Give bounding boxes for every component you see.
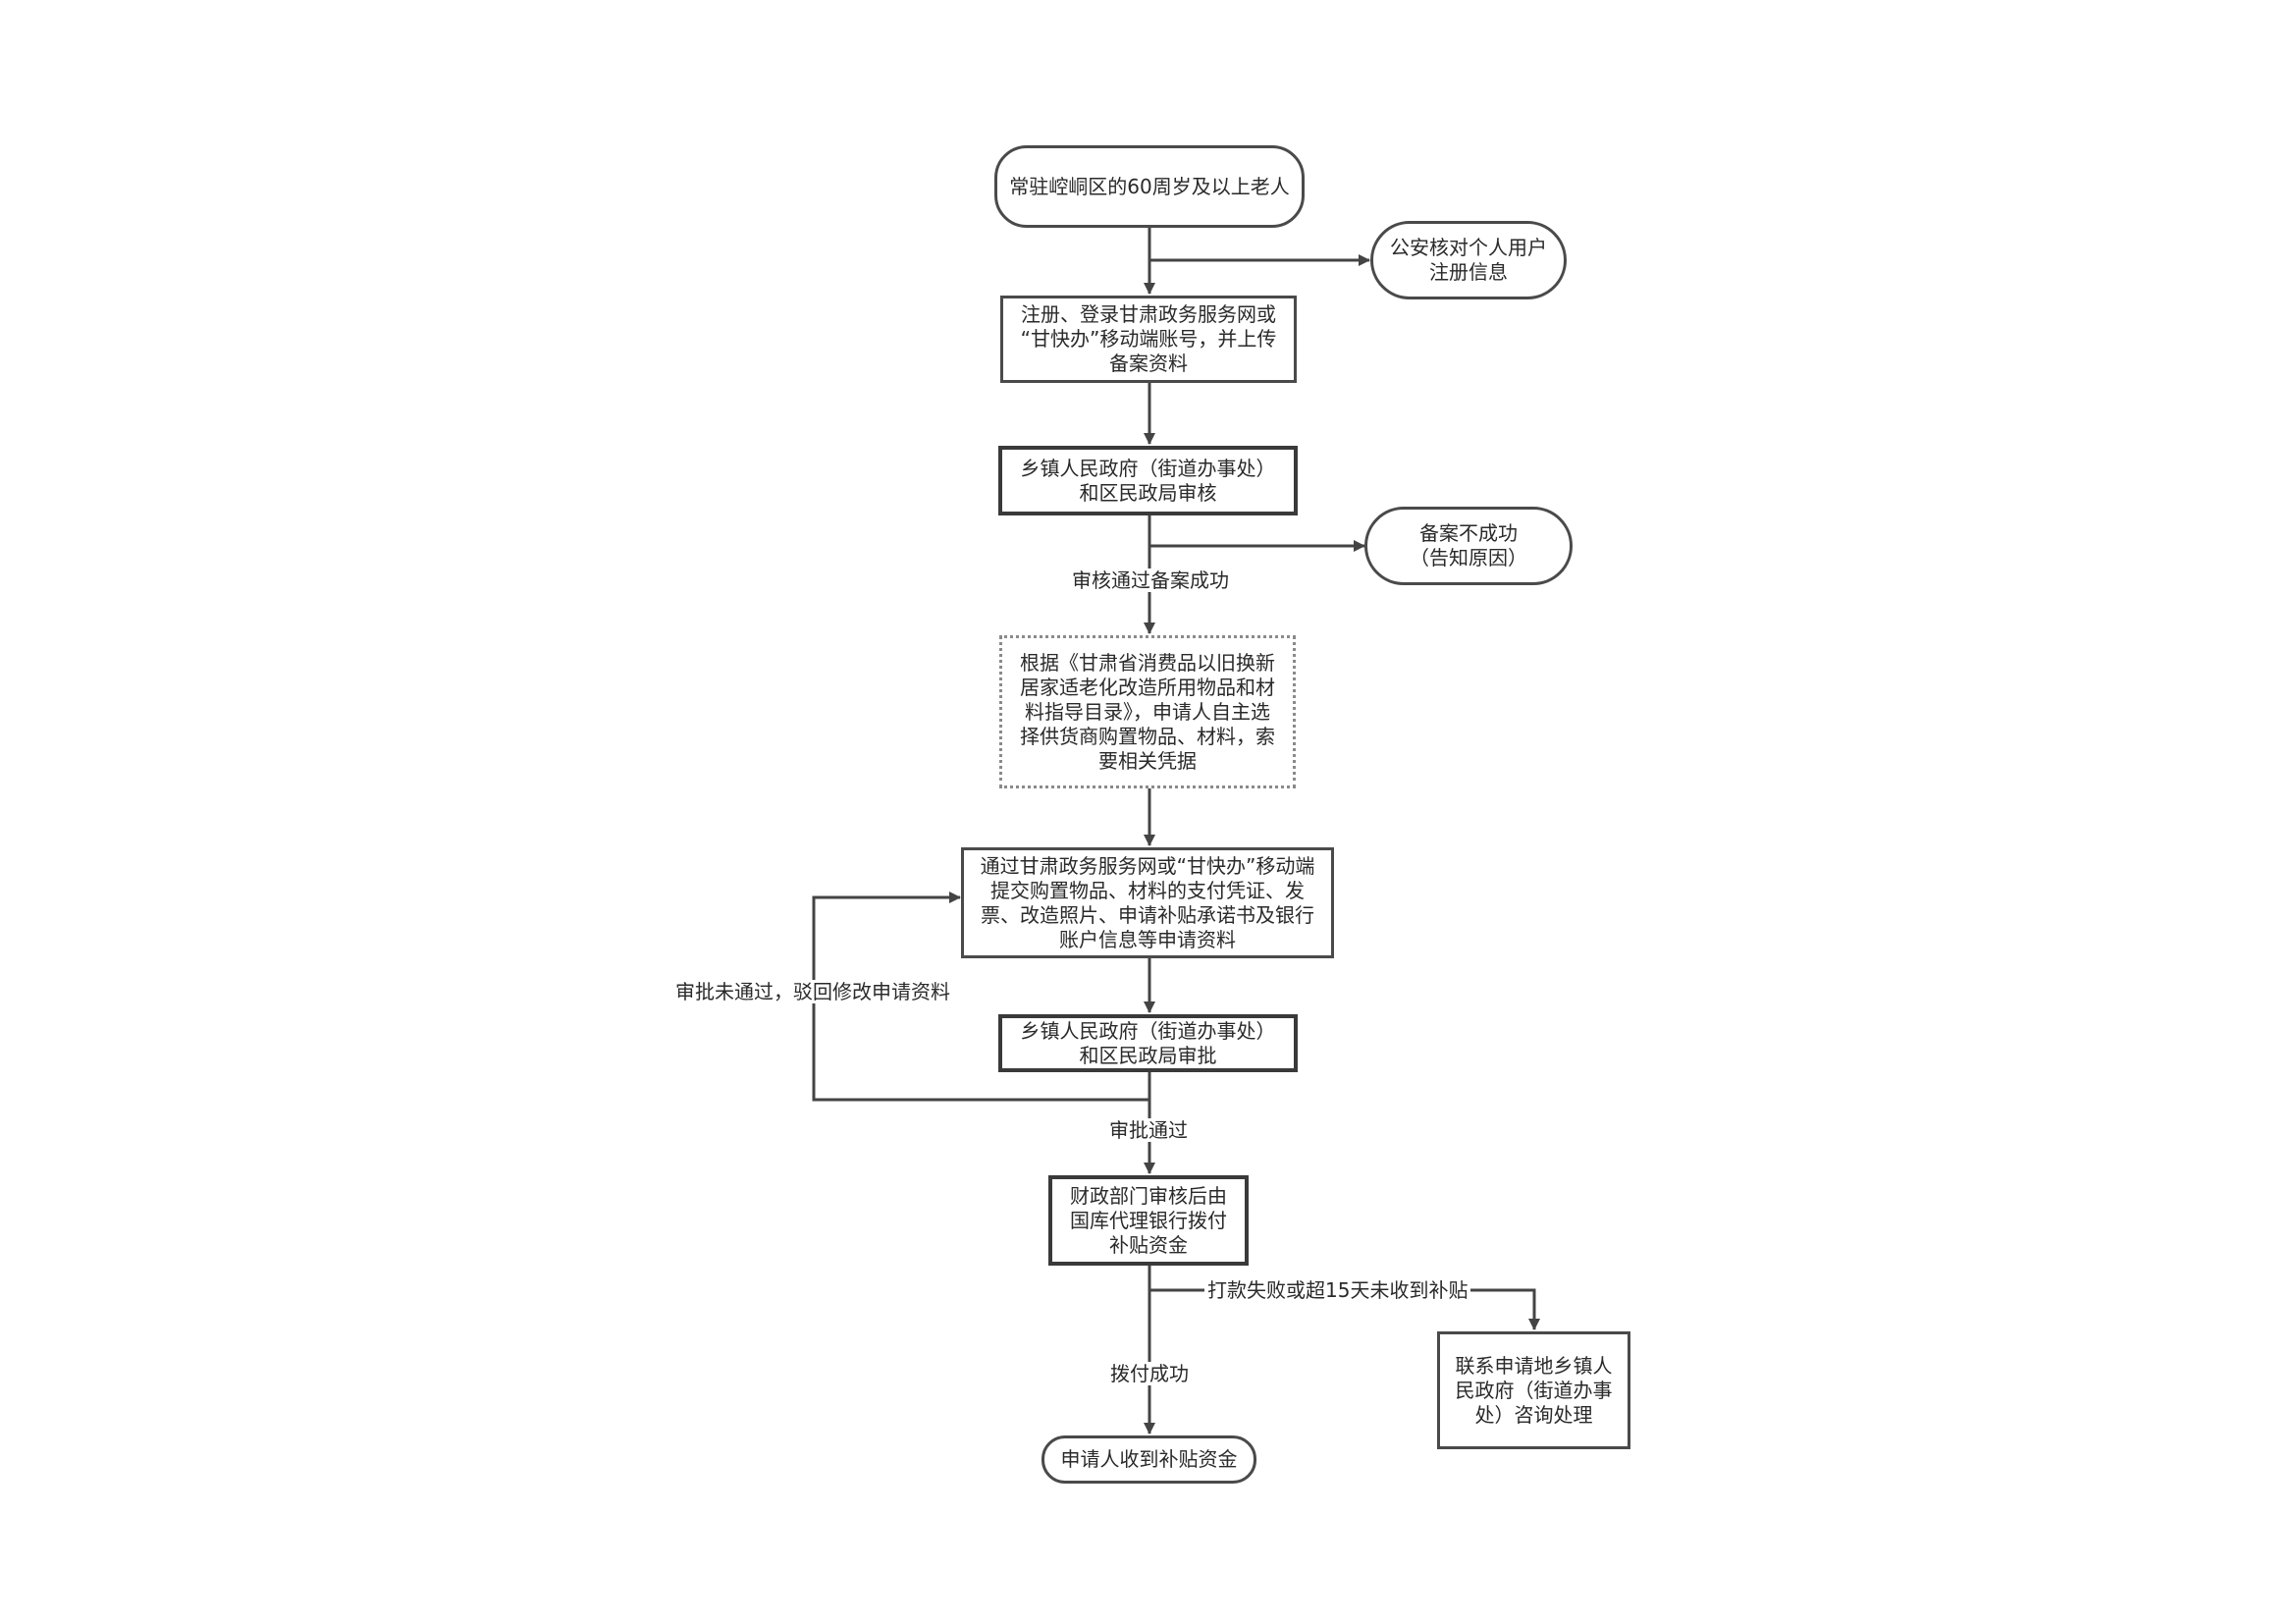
- register-node: 注册、登录甘肃政务服务网或 “甘快办”移动端账号，并上传 备案资料: [1000, 296, 1297, 383]
- township-review-node: 乡镇人民政府（街道办事处） 和区民政局审核: [998, 446, 1298, 515]
- label-payment-failed: 打款失败或超15天未收到补贴: [1204, 1278, 1471, 1302]
- label-payment-success: 拨付成功: [1107, 1362, 1192, 1385]
- label-approval-rejected: 审批未通过，驳回修改申请资料: [672, 980, 953, 1003]
- submit-materials-node: 通过甘肃政务服务网或“甘快办”移动端 提交购置物品、材料的支付凭证、发 票、改造…: [961, 847, 1334, 958]
- label-review-passed: 审核通过备案成功: [1069, 568, 1232, 592]
- filing-failed-node: 备案不成功 （告知原因）: [1364, 507, 1573, 585]
- end-node: 申请人收到补贴资金: [1041, 1435, 1256, 1484]
- police-verify-node: 公安核对个人用户 注册信息: [1370, 221, 1567, 299]
- start-node: 常驻崆峒区的60周岁及以上老人: [994, 145, 1305, 228]
- township-approve-node: 乡镇人民政府（街道办事处） 和区民政局审批: [998, 1014, 1298, 1072]
- contact-township-node: 联系申请地乡镇人 民政府（街道办事 处）咨询处理: [1437, 1331, 1630, 1449]
- label-approval-passed: 审批通过: [1106, 1118, 1191, 1142]
- finance-pay-node: 财政部门审核后由 国库代理银行拨付 补贴资金: [1048, 1175, 1249, 1266]
- select-purchase-node: 根据《甘肃省消费品以旧换新 居家适老化改造所用物品和材 料指导目录》，申请人自主…: [999, 635, 1296, 788]
